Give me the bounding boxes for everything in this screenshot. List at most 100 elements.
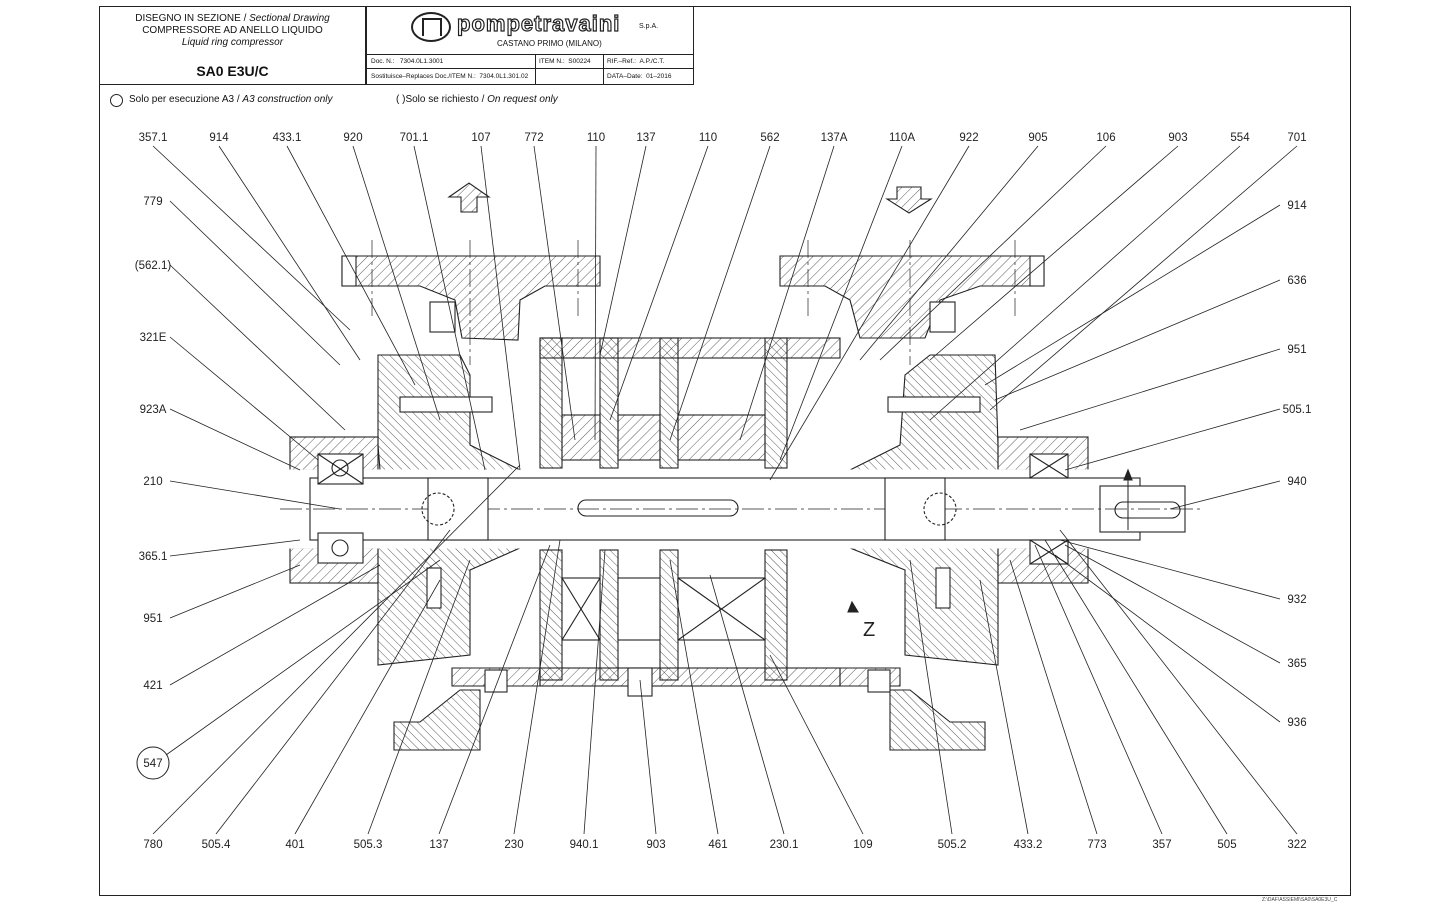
callout-right-2: 951 [1287,344,1306,356]
callout-left-7: 421 [143,680,162,692]
callout-bottom-11-leader [909,559,953,835]
title-block-company: pompetravaini S.p.A. CASTANO PRIMO (MILA… [366,6,694,85]
callout-top-3-leader [352,145,441,421]
callout-top-11: 137A [821,132,848,144]
callout-top-3: 920 [343,132,362,144]
callout-bottom-1-leader [215,529,451,835]
callout-left-5-leader [169,539,301,557]
callout-right-5-leader [1059,539,1281,600]
date-label: DATA–Date: [607,73,643,80]
callout-bottom-3: 505.3 [354,839,383,851]
callout-top-14: 905 [1028,132,1047,144]
callout-bottom-2-leader [294,579,441,835]
callout-top-1-leader [218,145,361,361]
callout-top-10-leader [669,145,771,441]
callout-top-10: 562 [760,132,779,144]
left-bearing [317,453,364,564]
callout-top-18: 701 [1287,132,1306,144]
callout-right-2-leader [1019,348,1281,431]
drawing-sheet [99,6,1351,896]
title-block-description: DISEGNO IN SEZIONE / Sectional Drawing C… [99,6,366,85]
callout-top-13: 922 [959,132,978,144]
callout-left-4-leader [169,480,341,510]
file-path: Z:\DAF\ASSIEMI\SA0\SA0E3U_C [1262,897,1338,903]
callout-top-8-leader [599,145,647,356]
brand-name: pompetravaini [456,10,621,36]
callout-left-5: 365.1 [139,551,168,563]
callout-right-0-leader [984,204,1281,386]
main-shaft [280,469,1200,549]
title-line3: Liquid ring compressor [181,37,284,48]
callout-top-12-leader [779,145,903,461]
callout-right-6-leader [1064,544,1281,664]
callout-left-0-leader [169,200,341,366]
callout-bottom-5: 230 [504,839,523,851]
note-on-request-italic: On request only [487,94,558,105]
callout-top-2: 433.1 [273,132,302,144]
callout-bottom-12: 433.2 [1014,839,1043,851]
title-line2: COMPRESSORE AD ANELLO LIQUIDO [142,25,323,36]
callout-bottom-13-leader [1009,559,1098,835]
callout-top-18-leader [989,145,1298,411]
ref-label: RIF.–Ref.: [607,58,636,65]
callout-bottom-2: 401 [285,839,304,851]
doc-value: 7304.0L1.3001 [399,58,444,65]
callout-bottom-16-leader [1059,529,1298,835]
callout-bottom-8: 461 [708,839,727,851]
callout-bottom-14: 357 [1152,839,1171,851]
replaces-label: Sostituisce–Replaces Doc./ITEM N.: [371,73,476,80]
callout-bottom-15: 505 [1217,839,1236,851]
callout-bottom-16: 322 [1287,839,1306,851]
item-label: ITEM N.: [539,58,565,65]
note-a3-italic: A3 construction only [242,94,333,105]
callout-top-7: 110 [587,132,605,144]
suction-flange [341,255,601,341]
date-value: 01–2016 [646,73,672,80]
callout-top-2-leader [286,145,416,386]
outlet-arrow-icon [885,186,933,214]
callout-top-11-leader [739,145,835,441]
callout-top-13-leader [769,145,970,481]
callout-left-8-leader [165,559,441,756]
callout-top-0: 357.1 [139,132,168,144]
callout-right-5: 932 [1287,594,1306,606]
callout-bottom-6: 940.1 [570,839,599,851]
callout-left-0: 779 [143,196,162,208]
callout-bottom-9: 230.1 [770,839,799,851]
callout-bottom-0: 780 [143,839,162,851]
brand-suffix: S.p.A. [639,23,659,30]
callout-left-2: 321E [140,332,167,344]
callout-bottom-0-leader [152,464,521,835]
callout-bottom-7-leader [639,679,657,835]
callout-547-circle [136,746,170,780]
callout-right-3: 505.1 [1283,404,1312,416]
callout-bottom-3-leader [367,559,471,835]
callout-left-1: (562.1) [135,260,172,272]
callout-left-7-leader [169,564,381,686]
callout-top-5: 107 [471,132,490,144]
callout-top-17: 554 [1230,132,1250,144]
stage-casing-bottom [539,549,841,687]
ref-value: A.P./C.T. [639,58,665,65]
callout-bottom-15-leader [1044,539,1228,835]
callout-top-14-leader [859,145,1039,361]
callout-bottom-4: 137 [429,839,448,851]
left-seal [421,477,489,541]
callout-left-4: 210 [143,476,162,488]
note-on-request: ( )Solo se richiesto / [396,94,488,105]
doc-label: Doc. N.: [371,58,395,65]
title-line1: DISEGNO IN SEZIONE / [135,13,250,24]
callout-bottom-6-leader [583,549,606,835]
callout-left-8: 547 [143,758,162,770]
callout-bottom-14-leader [1034,544,1163,835]
company-logo [411,12,451,42]
callout-right-7: 936 [1287,717,1306,729]
callout-left-6-leader [169,564,301,619]
callout-left-2-leader [169,336,319,461]
callout-right-1-leader [994,279,1281,401]
base-feet [393,667,986,751]
replaces-value: 7304.0L1.301.02 [479,73,529,80]
callout-left-3: 923A [140,404,167,416]
callout-top-9-leader [609,145,709,421]
callout-top-17-leader [929,145,1241,421]
